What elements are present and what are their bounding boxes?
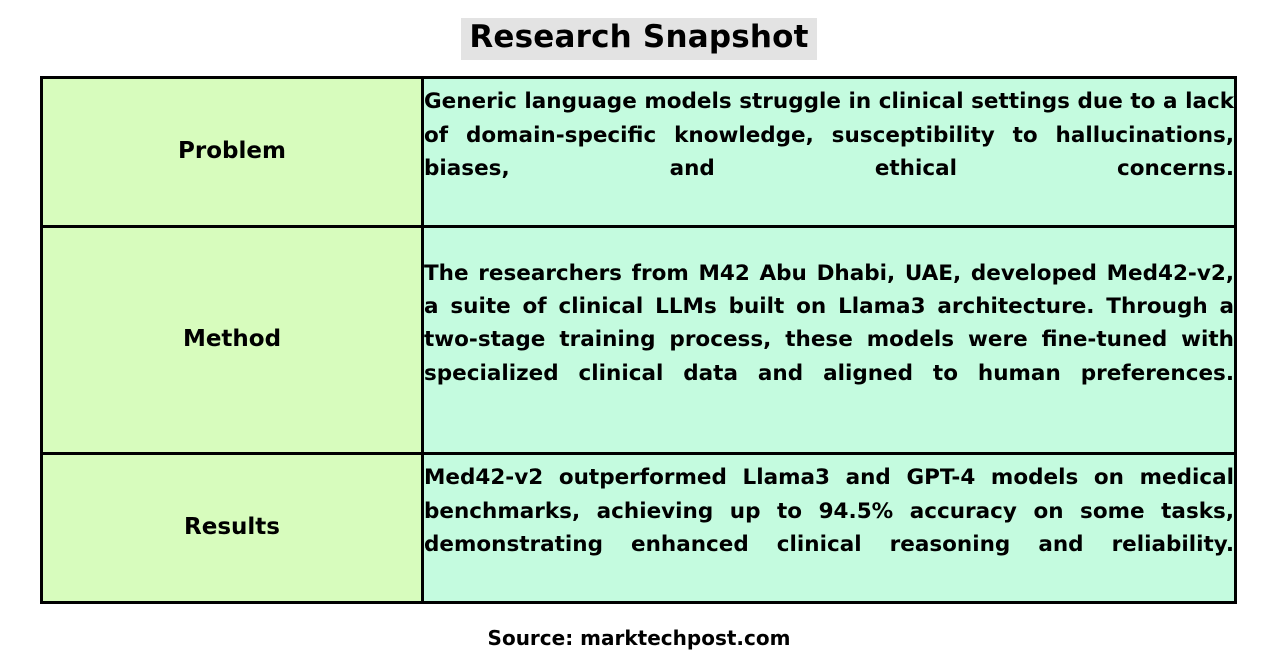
row-label-results: Results: [184, 514, 280, 541]
row-body-cell-results: Med42-v2 outperformed Llama3 and GPT-4 m…: [421, 452, 1237, 604]
row-label-cell-problem: Problem: [40, 76, 424, 228]
row-label-cell-method: Method: [40, 225, 424, 455]
row-body-text-problem: Generic language models struggle in clin…: [424, 89, 1234, 181]
page-title: Research Snapshot: [461, 18, 817, 60]
row-body-text-method: The researchers from M42 Abu Dhabi, UAE,…: [424, 260, 1234, 386]
row-body-cell-method: The researchers from M42 Abu Dhabi, UAE,…: [421, 225, 1237, 455]
research-snapshot-table: Problem Generic language models struggle…: [40, 76, 1237, 604]
row-label-problem: Problem: [178, 138, 286, 165]
row-body-text-results: Med42-v2 outperformed Llama3 and GPT-4 m…: [424, 465, 1234, 557]
page-title-container: Research Snapshot: [0, 18, 1278, 60]
row-label-cell-results: Results: [40, 452, 424, 604]
table-row: Problem Generic language models struggle…: [40, 76, 1237, 228]
row-label-method: Method: [182, 326, 282, 353]
table-row: Method The researchers from M42 Abu Dhab…: [40, 225, 1237, 455]
row-body-cell-problem: Generic language models struggle in clin…: [421, 76, 1237, 228]
table-row: Results Med42-v2 outperformed Llama3 and…: [40, 452, 1237, 604]
source-attribution: Source: marktechpost.com: [487, 626, 791, 650]
